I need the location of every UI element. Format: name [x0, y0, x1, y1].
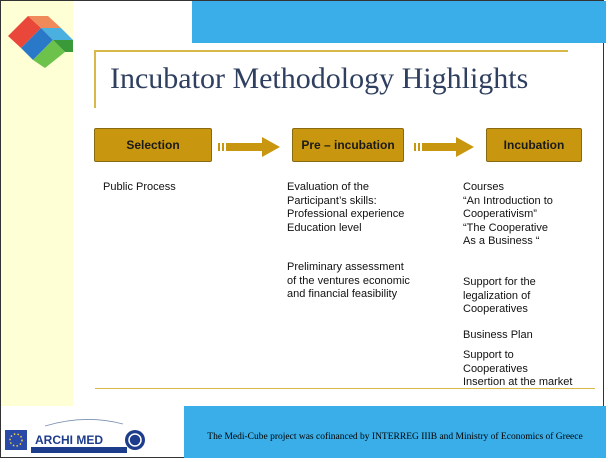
detail-line: Business Plan [463, 329, 533, 341]
puzzle-logo-icon [8, 16, 73, 68]
top-blue-band [192, 1, 606, 43]
detail-line: Participant’s skills: [287, 194, 377, 207]
preincubation-skills: Evaluation of the Participant’s skills: … [287, 181, 404, 235]
detail-line: Education level [287, 221, 362, 234]
detail-line: Insertion at the market [463, 376, 573, 388]
incubation-legalization: Support for the legalization of Cooperat… [463, 276, 536, 317]
detail-line: legalization of [463, 289, 531, 302]
detail-line: Support to [463, 349, 514, 361]
arrow-right-icon [414, 137, 474, 157]
detail-line: Courses [463, 181, 504, 193]
title-rule-vertical [94, 50, 96, 108]
detail-line: Preliminary assessment [287, 261, 404, 273]
detail-line: “An Introduction to [463, 194, 553, 207]
detail-line: Cooperatives [463, 303, 528, 315]
detail-line: Professional experience [287, 208, 405, 220]
footer-blue-band [184, 406, 606, 458]
logo-text: ARCHI MED [35, 433, 103, 447]
detail-line: “The Cooperative [463, 221, 548, 234]
step-pre-incubation: Pre – incubation [292, 128, 404, 162]
detail-line: Support for the [463, 276, 536, 288]
detail-line: of the ventures economic [287, 274, 410, 287]
footer-text: The Medi-Cube project was cofinanced by … [207, 432, 583, 442]
step-incubation: Incubation [486, 128, 582, 162]
incubation-support: Support to Cooperatives Insertion at the… [463, 349, 572, 390]
detail-line: Evaluation of the [287, 181, 369, 193]
step-selection: Selection [94, 128, 212, 162]
bottom-rule [95, 388, 595, 389]
incubation-courses: Courses “An Introduction to Cooperativis… [463, 181, 553, 249]
incubation-business-plan: Business Plan [463, 329, 533, 343]
detail-line: As a Business “ [463, 235, 540, 247]
detail-line: and financial feasibility [287, 288, 398, 300]
page-title: Incubator Methodology Highlights [110, 62, 529, 95]
left-sidebar-band [1, 1, 73, 406]
preincubation-assessment: Preliminary assessment of the ventures e… [287, 261, 410, 302]
detail-line: Public Process [103, 181, 176, 193]
detail-line: Cooperatives [463, 362, 528, 375]
detail-line: Cooperativism” [463, 208, 537, 220]
arrow-right-icon [218, 137, 280, 157]
selection-details: Public Process [103, 181, 176, 195]
archimed-logo: ARCHI MED [5, 419, 145, 453]
title-rule-top [94, 50, 568, 52]
